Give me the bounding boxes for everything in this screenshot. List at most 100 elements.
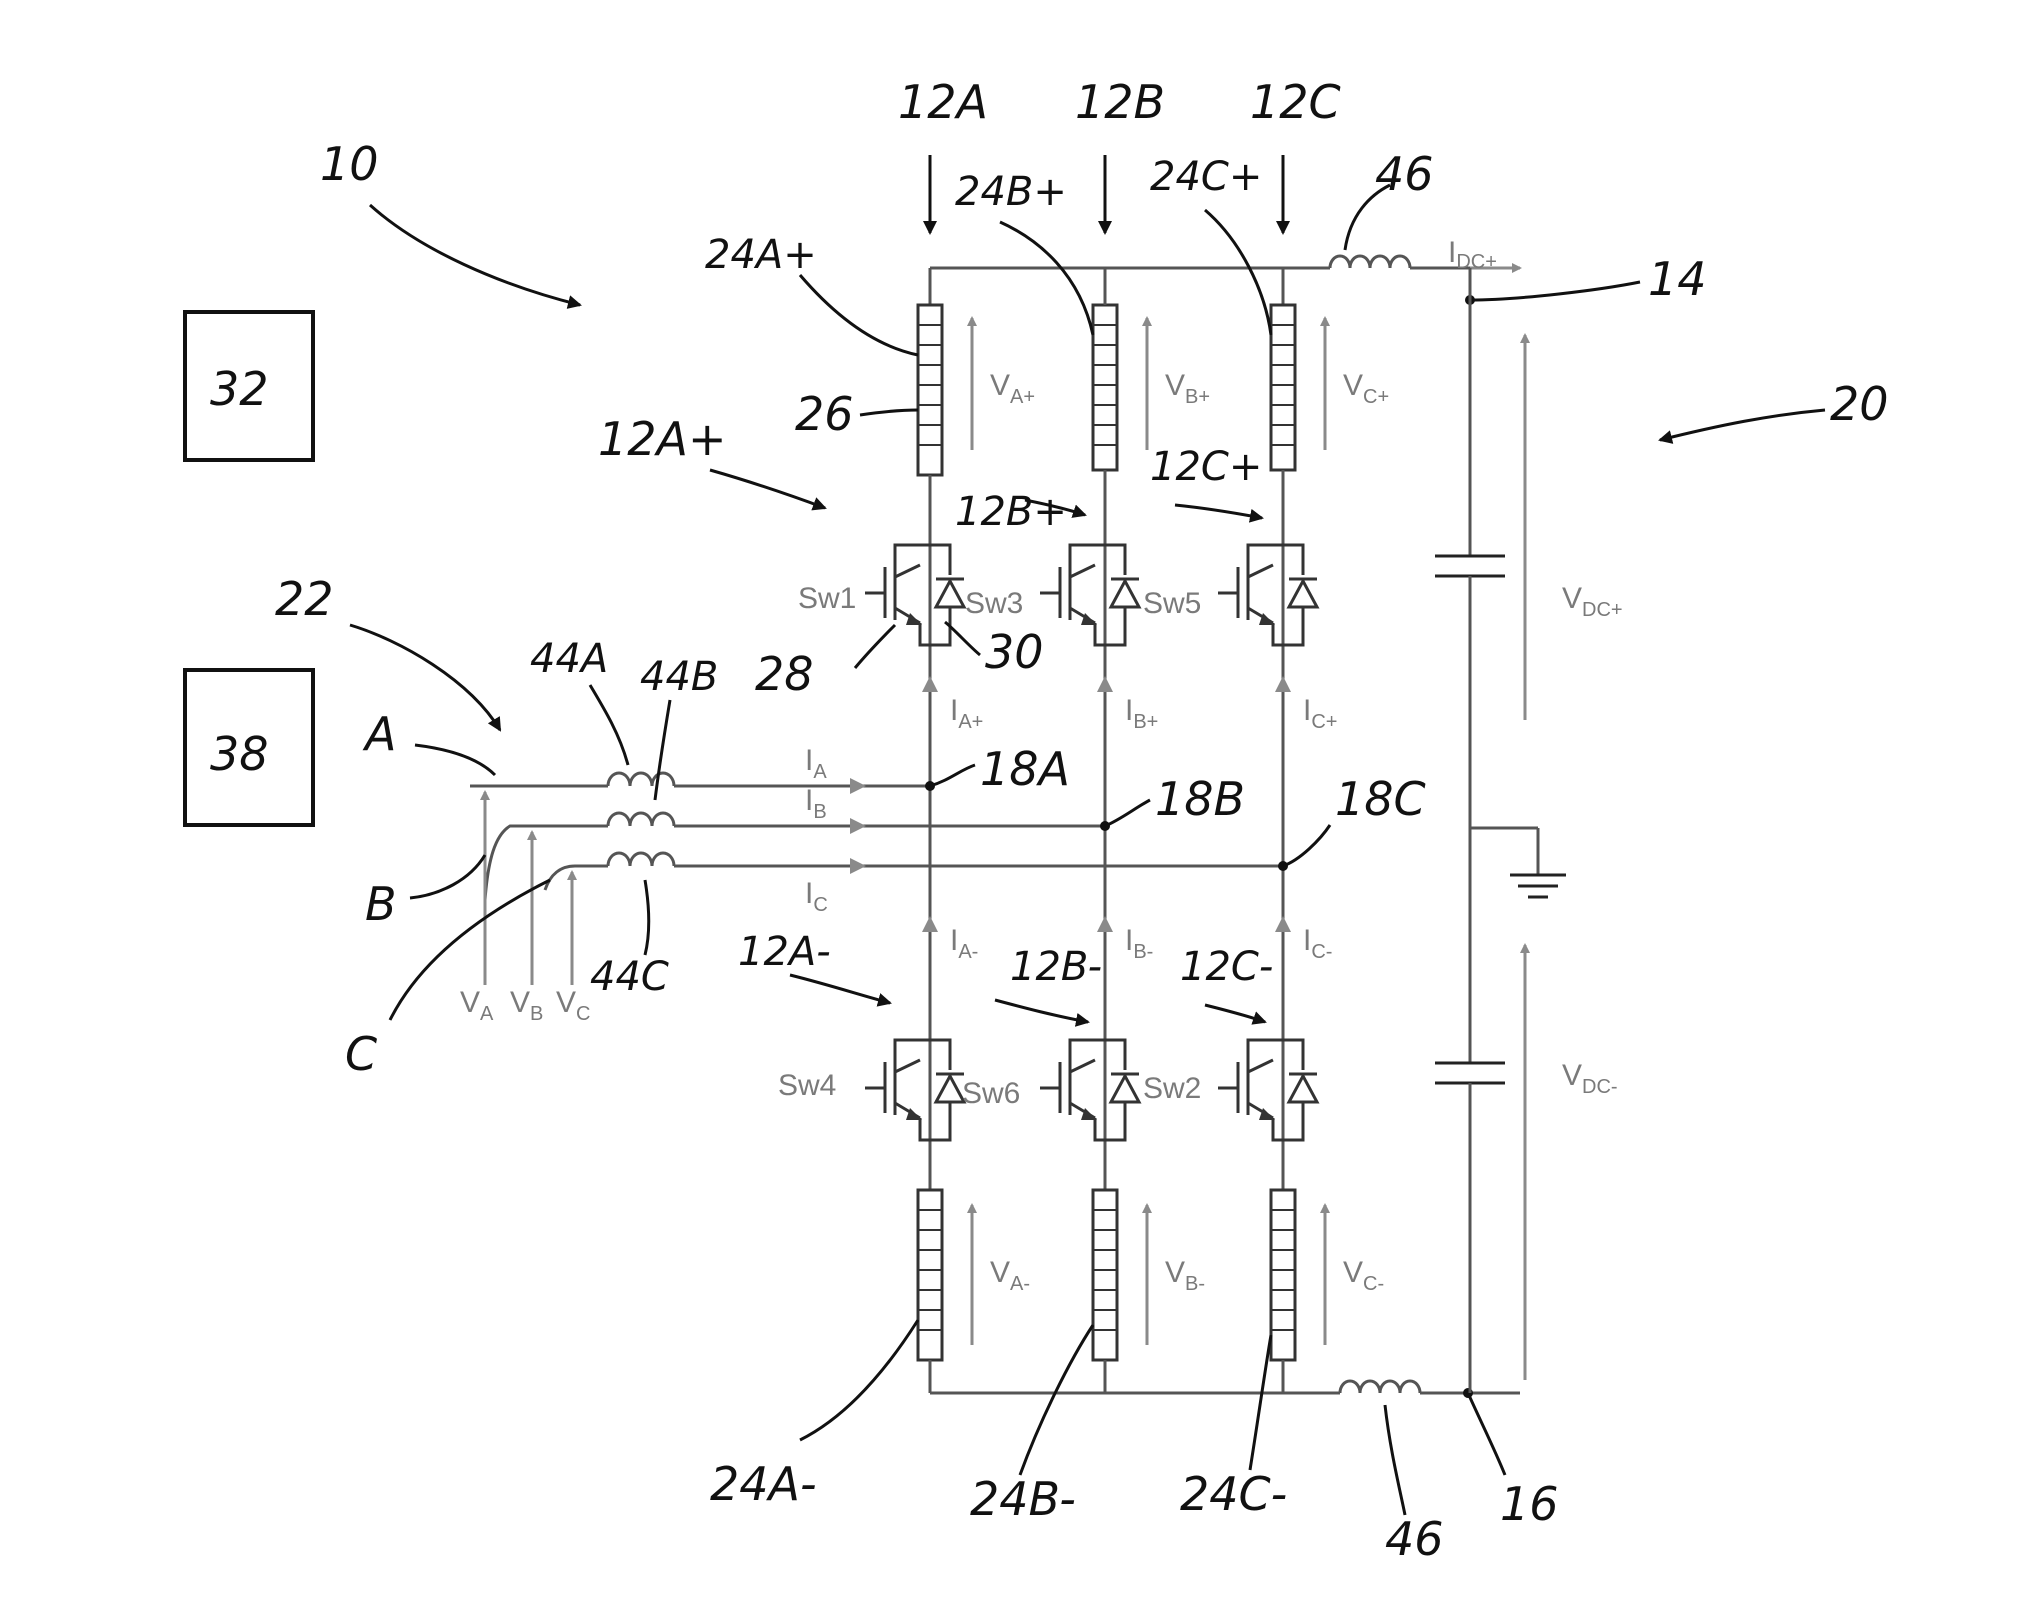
ref-24c-minus: 24C-: [1180, 1467, 1287, 1521]
ref-28: 28: [755, 647, 814, 701]
leader-18c: [1283, 825, 1330, 866]
leg-a: [918, 268, 942, 1393]
ref-12b: 12B: [1075, 75, 1165, 129]
leader-12a-minus: [790, 975, 890, 1003]
sw1-label: Sw1: [798, 582, 856, 615]
ref-12c-minus: 12C-: [1180, 944, 1273, 990]
ia-minus-label: IA-: [950, 924, 978, 963]
ia-label: IA: [805, 744, 827, 783]
sw6-label: Sw6: [962, 1077, 1020, 1110]
sw3-module: [1040, 545, 1139, 645]
ref-12a: 12A: [898, 75, 988, 129]
svg-text:32: 32: [210, 362, 269, 416]
va-label: VA: [460, 986, 494, 1025]
leader-20: [1660, 410, 1825, 440]
dc-bus: [930, 268, 1520, 1393]
sw5-label: Sw5: [1143, 587, 1201, 620]
sw4-module: [865, 1040, 964, 1140]
dc-inductor-top: [1330, 256, 1410, 268]
svg-text:10: 10: [320, 137, 379, 191]
leader-phase-a: [415, 745, 495, 775]
leader-46-bottom: [1385, 1405, 1405, 1515]
ref-16: 16: [1500, 1477, 1559, 1531]
vb-plus-label: VB+: [1165, 369, 1210, 408]
ref-14: 14: [1648, 252, 1707, 306]
leader-24c-plus: [1205, 210, 1271, 335]
leader-26: [860, 410, 918, 415]
ref-20: 20: [1830, 377, 1889, 431]
ic-minus-label: IC-: [1303, 924, 1332, 963]
ref-30: 30: [985, 625, 1044, 679]
leader-12a-plus: [710, 470, 825, 508]
leader-44a: [590, 685, 628, 765]
leader-24b-minus: [1020, 1325, 1093, 1475]
dc-inductor-bottom: [1340, 1381, 1420, 1393]
ref-46-bottom: 46: [1385, 1512, 1444, 1566]
ref-44c: 44C: [590, 954, 669, 1000]
box-38: 38: [185, 670, 313, 825]
ref-24c-plus: 24C+: [1150, 154, 1262, 200]
vb-label: VB: [510, 986, 543, 1025]
vc-plus-label: VC+: [1343, 369, 1389, 408]
leader-16: [1468, 1393, 1505, 1475]
leader-12b-minus: [995, 1000, 1088, 1022]
leg-c: [1271, 268, 1295, 1393]
ref-10: 10: [320, 137, 580, 305]
ref-22: 22: [275, 572, 334, 626]
sw1-module: [865, 545, 964, 645]
ref-18a: 18A: [980, 742, 1070, 796]
sw6-module: [1040, 1040, 1139, 1140]
box-32: 32: [185, 312, 313, 460]
phase-a-label: A: [362, 707, 396, 761]
ref-24a-plus: 24A+: [705, 232, 817, 278]
ref-26: 26: [795, 387, 854, 441]
sw5-module: [1218, 545, 1317, 645]
phase-b-label: B: [365, 877, 397, 931]
idc-plus-label: IDC+: [1448, 236, 1497, 273]
ref-12c-plus: 12C+: [1150, 444, 1262, 490]
ref-24b-plus: 24B+: [955, 169, 1067, 215]
ref-46-top: 46: [1375, 147, 1434, 201]
leader-18b: [1105, 800, 1150, 826]
ref-24a-minus: 24A-: [710, 1457, 817, 1511]
capacitor-bank: [1435, 268, 1566, 1393]
leader-24a-minus: [800, 1320, 918, 1440]
phase-c-label: C: [345, 1027, 377, 1081]
ib-label: IB: [805, 784, 827, 823]
ia-plus-label: IA+: [950, 694, 983, 733]
ib-minus-label: IB-: [1125, 924, 1153, 963]
vdc-plus-label: VDC+: [1562, 582, 1623, 621]
ic-plus-label: IC+: [1303, 694, 1337, 733]
leader-24c-minus: [1250, 1335, 1271, 1470]
ref-24b-minus: 24B-: [970, 1472, 1076, 1526]
ref-12b-plus: 12B+: [955, 489, 1067, 535]
ref-12a-minus: 12A-: [738, 929, 831, 975]
leader-44c: [645, 880, 649, 955]
leader-24a-plus: [800, 275, 918, 355]
va-minus-label: VA-: [990, 1256, 1030, 1295]
sw2-module: [1218, 1040, 1317, 1140]
ic-label: IC: [805, 877, 828, 916]
ref-18b: 18B: [1155, 772, 1245, 826]
ref-18c: 18C: [1335, 772, 1426, 826]
svg-text:38: 38: [210, 727, 269, 781]
leader-14: [1470, 282, 1640, 300]
leader-28: [855, 625, 895, 668]
leader-18a: [930, 765, 975, 786]
ac-current-arrows: [850, 778, 866, 874]
vdc-minus-label: VDC-: [1562, 1059, 1618, 1098]
leader-44b: [655, 700, 670, 800]
leader-12c-minus: [1205, 1005, 1265, 1022]
leader-24b-plus: [1000, 222, 1093, 335]
vc-label: VC: [556, 986, 590, 1025]
sw4-label: Sw4: [778, 1069, 836, 1102]
sw3-label: Sw3: [965, 587, 1023, 620]
ref-44b: 44B: [640, 654, 718, 700]
ref-12a-plus: 12A+: [598, 412, 727, 466]
sw2-label: Sw2: [1143, 1072, 1201, 1105]
ref-12b-minus: 12B-: [1010, 944, 1102, 990]
switch-group: [865, 545, 1317, 1140]
leader-12c-plus: [1175, 505, 1262, 518]
va-plus-label: VA+: [990, 369, 1035, 408]
